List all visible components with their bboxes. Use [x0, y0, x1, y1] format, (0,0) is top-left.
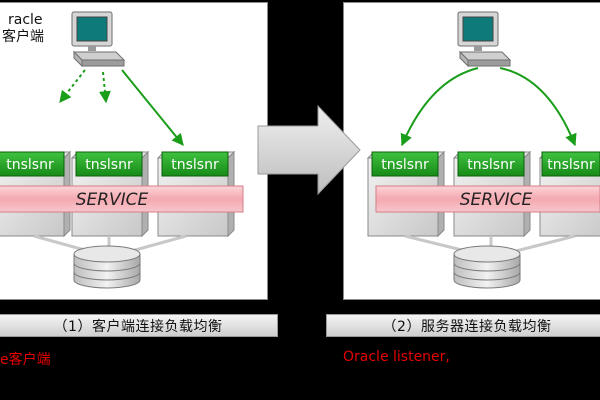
right-listener-2: tnslsnr [457, 151, 525, 177]
svg-text:SERVICE: SERVICE [460, 190, 533, 210]
left-listener-2: tnslsnr [75, 151, 143, 177]
right-client-computer-icon [457, 11, 511, 67]
left-listener-3: tnslsnr [161, 151, 229, 177]
right-listener-3: tnslsnr [541, 151, 600, 177]
right-arrow-left [400, 67, 479, 147]
right-listener-1: tnslsnr [371, 151, 439, 177]
svg-text:tnslsnr: tnslsnr [6, 157, 54, 173]
svg-text:SERVICE: SERVICE [76, 190, 149, 210]
svg-text:tnslsnr: tnslsnr [467, 157, 515, 173]
svg-text:tnslsnr: tnslsnr [381, 157, 429, 173]
left-note: e客户端 [0, 352, 51, 368]
client-label-line2: 客户端 [2, 29, 44, 45]
left-solid-arrow [121, 69, 184, 146]
big-arrow-icon [257, 104, 361, 196]
left-service-bar: SERVICE [0, 185, 244, 213]
right-arrow-right [499, 67, 577, 147]
svg-text:tnslsnr: tnslsnr [171, 157, 219, 173]
right-note: Oracle listener, [343, 349, 450, 365]
left-database-icon [73, 245, 141, 289]
svg-text:tnslsnr: tnslsnr [547, 157, 595, 173]
right-service-bar: SERVICE [375, 185, 600, 213]
left-dotted-arrows [59, 69, 111, 104]
client-label-line1: racle [8, 12, 43, 28]
left-client-computer-icon [71, 11, 125, 67]
svg-text:tnslsnr: tnslsnr [85, 157, 133, 173]
left-caption: （1）客户端连接负载均衡 [0, 314, 278, 337]
left-listener-1: tnslsnr [0, 151, 65, 177]
right-caption: （2）服务器连接负载均衡 [326, 314, 600, 337]
right-database-icon [453, 245, 521, 289]
